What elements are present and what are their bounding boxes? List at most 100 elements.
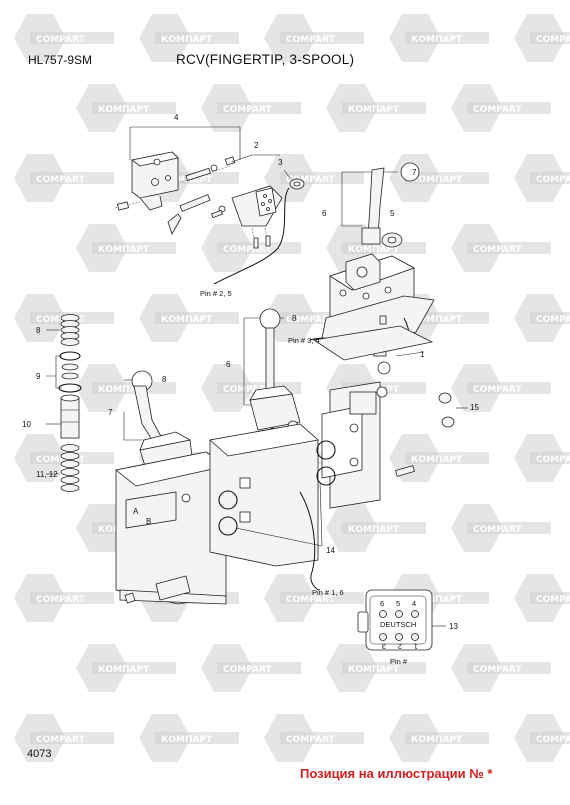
connector-pin-3: 3 bbox=[382, 642, 386, 651]
svg-text:COMPART: COMPART bbox=[223, 385, 272, 395]
svg-text:COMPART: COMPART bbox=[473, 525, 522, 535]
connector-pin-1: 1 bbox=[414, 642, 418, 651]
svg-text:КОМПАРТ: КОМПАРТ bbox=[411, 175, 463, 185]
svg-text:COMPART: COMPART bbox=[536, 35, 570, 45]
watermark-logo: COMPART bbox=[451, 644, 551, 692]
watermark-logo: COMPART bbox=[14, 714, 114, 762]
page-title: RCV(FINGERTIP, 3-SPOOL) bbox=[176, 52, 355, 67]
watermark-logo: КОМПАРТ bbox=[326, 504, 426, 552]
block-letter-a: A bbox=[133, 507, 139, 516]
watermark-logo: COMPART bbox=[264, 14, 364, 62]
watermark-logo: КОМПАРТ bbox=[389, 714, 489, 762]
svg-text:COMPART: COMPART bbox=[286, 35, 335, 45]
svg-text:КОМПАРТ: КОМПАРТ bbox=[348, 665, 400, 675]
callouts: 1 2 3 4 5 6 6 7 8 9 10 11, 12 13 14 15 7… bbox=[22, 113, 479, 631]
svg-text:КОМПАРТ: КОМПАРТ bbox=[161, 35, 213, 45]
callout-9: 8 bbox=[36, 326, 41, 335]
connector-pin-4: 4 bbox=[412, 599, 416, 608]
svg-text:КОМПАРТ: КОМПАРТ bbox=[411, 735, 463, 745]
footer-note: Позиция на иллюстрации № * bbox=[300, 766, 493, 781]
callout-16: 15 bbox=[470, 403, 479, 412]
svg-text:COMPART: COMPART bbox=[536, 595, 570, 605]
svg-text:КОМПАРТ: КОМПАРТ bbox=[411, 595, 463, 605]
lever-center bbox=[243, 308, 301, 437]
callout-4: 4 bbox=[174, 113, 179, 122]
svg-text:COMPART: COMPART bbox=[536, 175, 570, 185]
watermark-logo: COMPART bbox=[14, 574, 114, 622]
callout-6-center: 6 bbox=[226, 360, 231, 369]
svg-text:COMPART: COMPART bbox=[286, 595, 335, 605]
callout-14: 13 bbox=[449, 622, 458, 631]
svg-text:COMPART: COMPART bbox=[536, 455, 570, 465]
watermark-logo: КОМПАРТ bbox=[76, 224, 176, 272]
watermark-logo: КОМПАРТ bbox=[139, 294, 239, 342]
pin-label-1-6: Pin # 1, 6 bbox=[312, 588, 344, 597]
connector-caption: Pin # bbox=[390, 657, 408, 666]
svg-text:COMPART: COMPART bbox=[473, 665, 522, 675]
connector-brand: DEUTSCH bbox=[380, 620, 416, 629]
watermark-logo: КОМПАРТ bbox=[326, 84, 426, 132]
connector-pin-5: 5 bbox=[396, 599, 400, 608]
callout-7-top: 6 bbox=[322, 209, 327, 218]
connector-pin-2: 2 bbox=[398, 642, 402, 651]
svg-text:COMPART: COMPART bbox=[36, 595, 85, 605]
watermark-logo: COMPART bbox=[451, 224, 551, 272]
svg-text:COMPART: COMPART bbox=[36, 175, 85, 185]
svg-text:COMPART: COMPART bbox=[223, 105, 272, 115]
callout-5: 5 bbox=[390, 209, 395, 218]
watermark-logo: COMPART bbox=[264, 714, 364, 762]
spring-stack bbox=[46, 314, 82, 492]
callout-3: 3 bbox=[278, 158, 283, 167]
watermark-logo: COMPART bbox=[201, 644, 301, 692]
watermark-logo: КОМПАРТ bbox=[389, 434, 489, 482]
callout-11-12: 10 bbox=[22, 420, 31, 429]
svg-text:COMPART: COMPART bbox=[473, 245, 522, 255]
svg-text:COMPART: COMPART bbox=[36, 455, 85, 465]
valve-body: A B bbox=[115, 325, 468, 605]
svg-text:КОМПАРТ: КОМПАРТ bbox=[98, 105, 150, 115]
svg-text:COMPART: COMPART bbox=[286, 315, 335, 325]
svg-text:КОМПАРТ: КОМПАРТ bbox=[161, 315, 213, 325]
watermark-logo: COMPART bbox=[514, 154, 570, 202]
svg-text:КОМПАРТ: КОМПАРТ bbox=[348, 525, 400, 535]
callout-13: 11, 12 bbox=[36, 470, 58, 479]
svg-text:COMPART: COMPART bbox=[36, 735, 85, 745]
exploded-group-2 bbox=[231, 154, 283, 249]
watermark-logo: КОМПАРТ bbox=[389, 14, 489, 62]
callout-10: 9 bbox=[36, 372, 41, 381]
svg-text:КОМПАРТ: КОМПАРТ bbox=[161, 735, 213, 745]
svg-text:КОМПАРТ: КОМПАРТ bbox=[98, 385, 150, 395]
svg-text:COMPART: COMPART bbox=[536, 735, 570, 745]
svg-text:КОМПАРТ: КОМПАРТ bbox=[411, 455, 463, 465]
callout-8-center: 8 bbox=[292, 314, 297, 323]
watermark-logo: КОМПАРТ bbox=[139, 714, 239, 762]
block-letter-b: B bbox=[146, 517, 151, 526]
watermark-logo: COMPART bbox=[14, 154, 114, 202]
watermark-logo: COMPART bbox=[514, 714, 570, 762]
watermark-logo: COMPART bbox=[514, 294, 570, 342]
watermark-logo: КОМПАРТ bbox=[326, 644, 426, 692]
svg-text:КОМПАРТ: КОМПАРТ bbox=[348, 245, 400, 255]
watermark-logo: COMPART bbox=[514, 434, 570, 482]
watermark-logo: COMPART bbox=[451, 504, 551, 552]
callout-15: 14 bbox=[326, 546, 335, 555]
model-code: HL757-9SM bbox=[28, 53, 93, 67]
watermark-logo: КОМПАРТ bbox=[76, 644, 176, 692]
svg-text:COMPART: COMPART bbox=[223, 245, 272, 255]
watermark-logo: КОМПАРТ bbox=[76, 364, 176, 412]
callout-7-left: 7 bbox=[108, 408, 113, 417]
top-right-assembly bbox=[309, 162, 435, 357]
watermark-logo: COMPART bbox=[264, 574, 364, 622]
svg-text:КОМПАРТ: КОМПАРТ bbox=[348, 105, 400, 115]
svg-text:КОМПАРТ: КОМПАРТ bbox=[98, 665, 150, 675]
watermark-logo: COMPART bbox=[14, 294, 114, 342]
watermark-logo: COMPART bbox=[14, 14, 114, 62]
svg-text:COMPART: COMPART bbox=[473, 105, 522, 115]
watermark-logo: COMPART bbox=[451, 84, 551, 132]
watermark-logo: КОМПАРТ bbox=[76, 84, 176, 132]
watermark-logo: COMPART bbox=[514, 14, 570, 62]
pin-label-2-5: Pin # 2, 5 bbox=[200, 289, 232, 298]
page-number: 4073 bbox=[27, 748, 52, 760]
watermark-logo: КОМПАРТ bbox=[139, 14, 239, 62]
svg-text:КОМПАРТ: КОМПАРТ bbox=[411, 35, 463, 45]
